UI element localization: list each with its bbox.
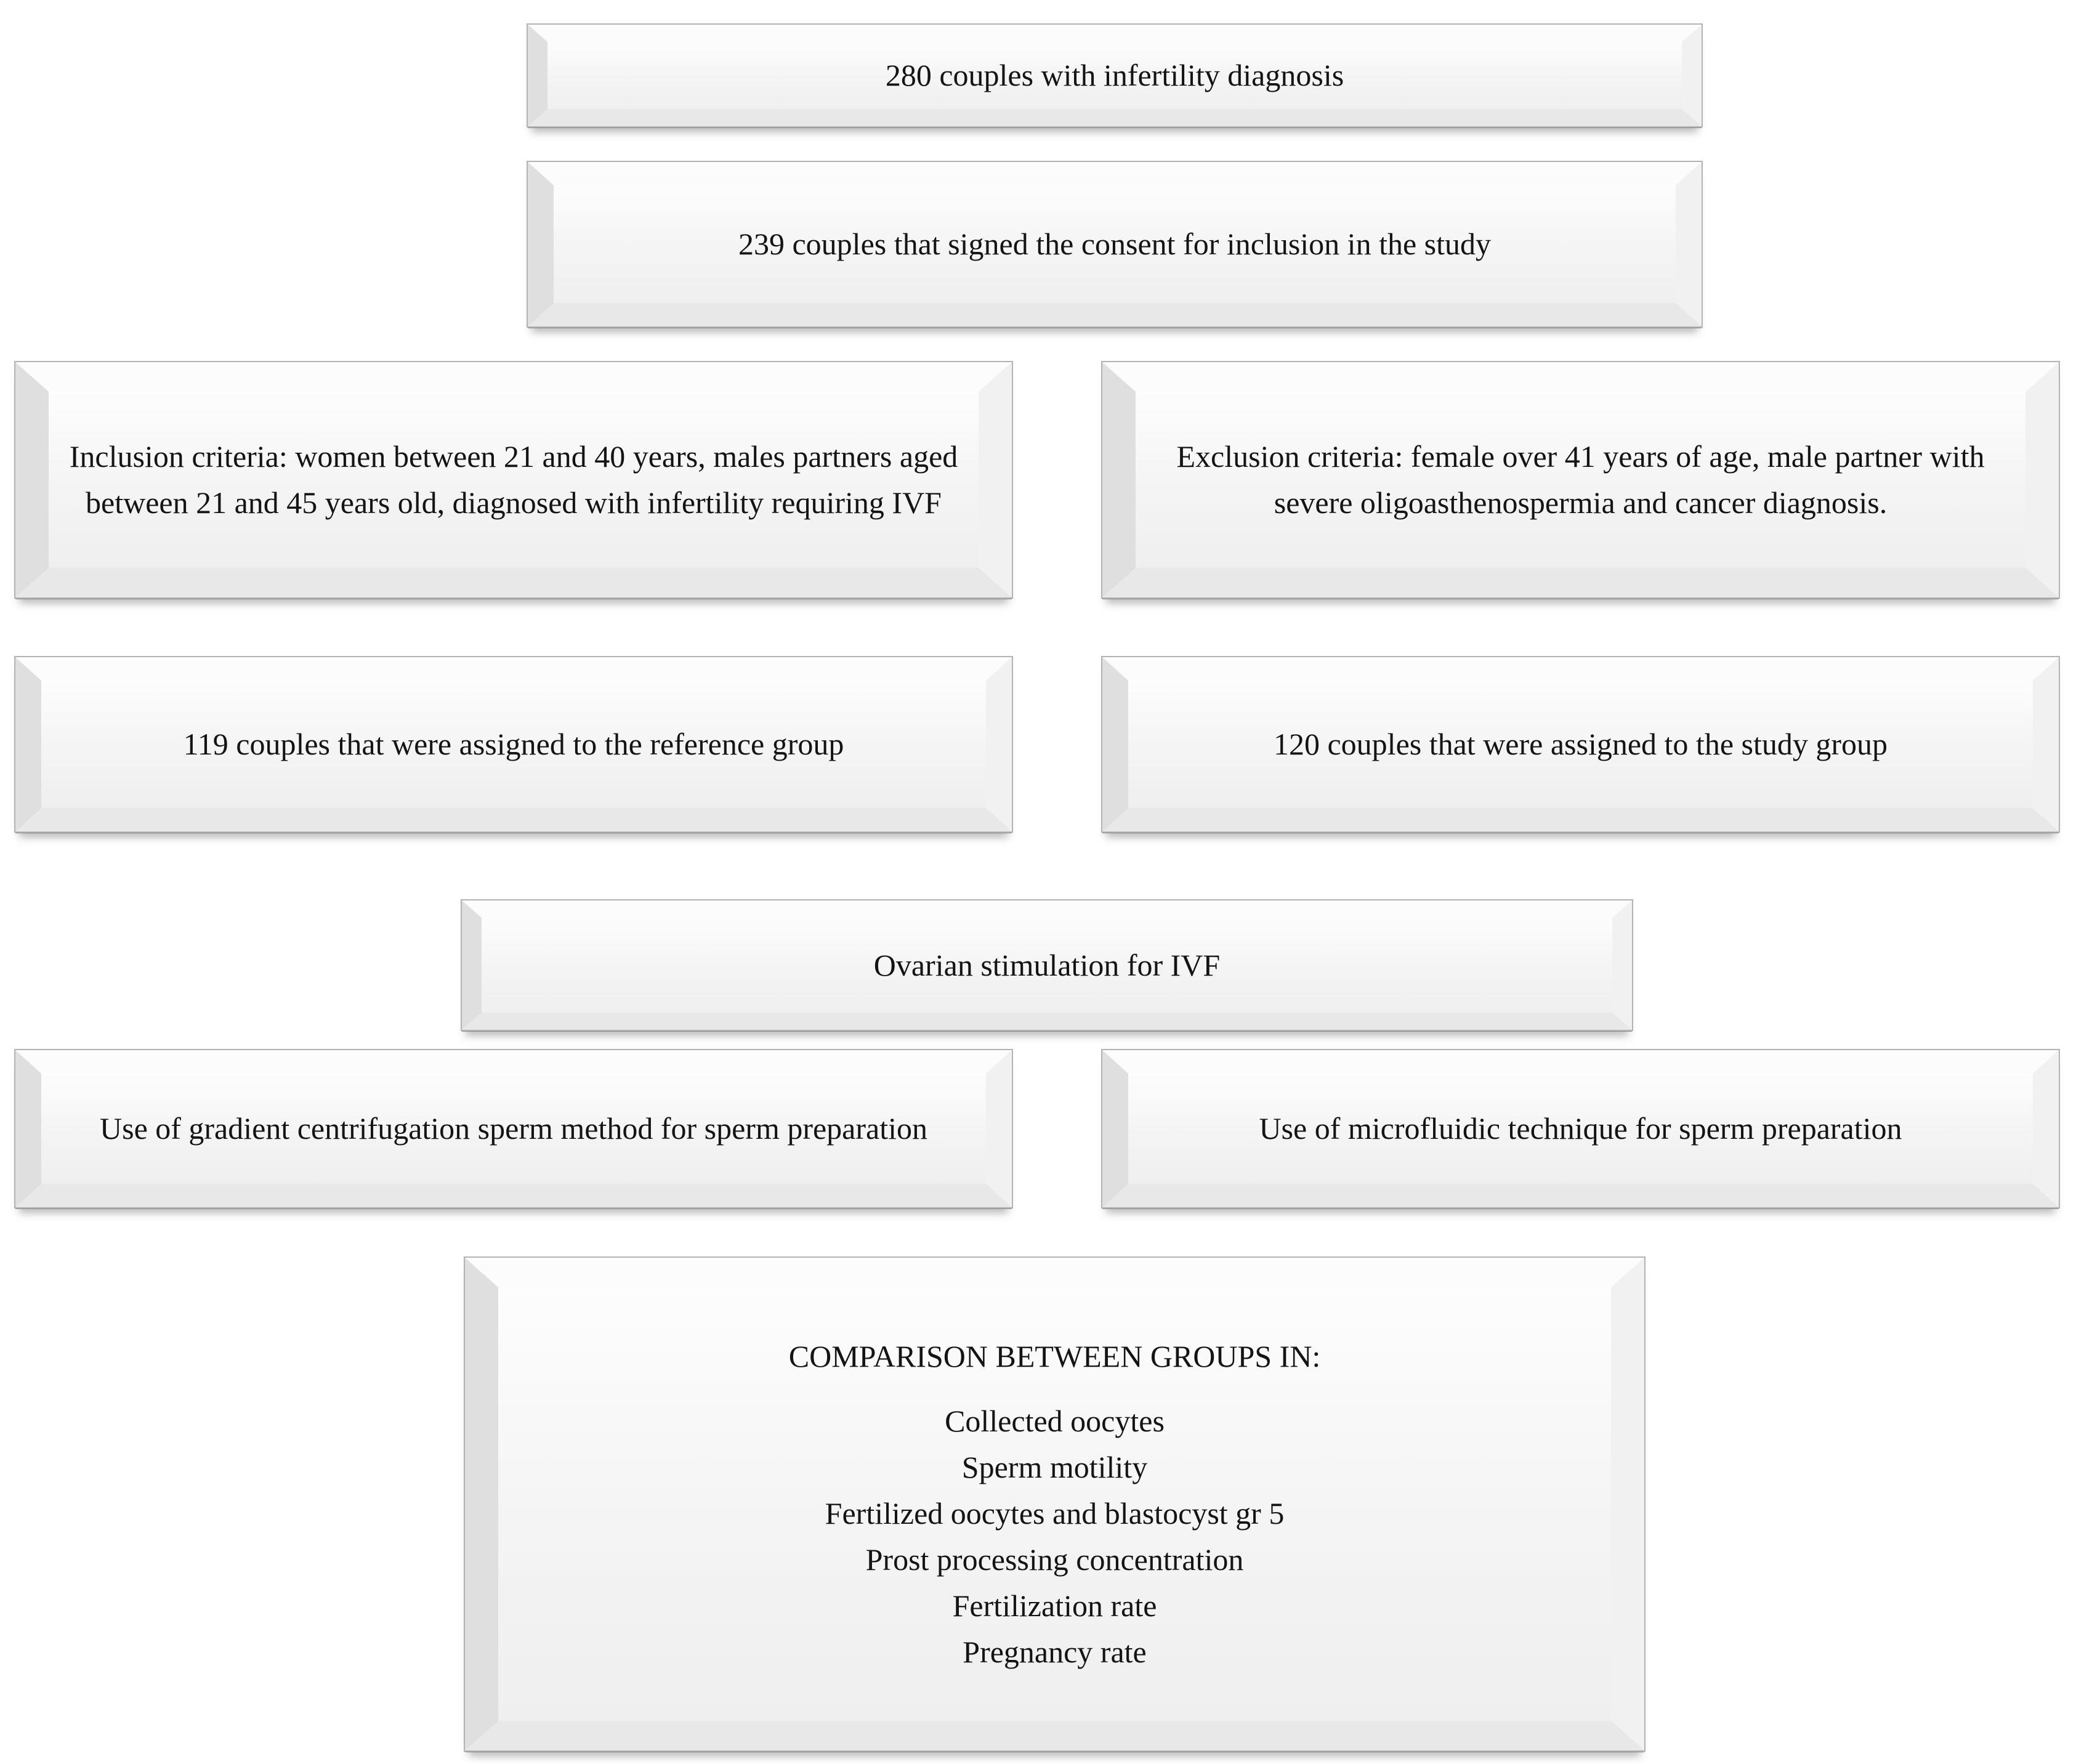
flow-box-exclusion-criteria: Exclusion criteria: female over 41 years…	[1101, 361, 2060, 599]
comparison-item-pregnancy-rate: Pregnancy rate	[963, 1634, 1147, 1669]
flow-box-reference-group-text: 119 couples that were assigned to the re…	[183, 727, 844, 761]
flow-box-signed-consent: 239 couples that signed the consent for …	[527, 161, 1703, 328]
comparison-item-fertilization-rate: Fertilization rate	[952, 1588, 1157, 1623]
comparison-item-sperm-motility: Sperm motility	[961, 1449, 1148, 1484]
flow-box-signed-consent-text: 239 couples that signed the consent for …	[738, 227, 1492, 261]
flow-box-ovarian-stimulation: Ovarian stimulation for IVF	[461, 899, 1633, 1031]
flow-box-inclusion-criteria-text: Inclusion criteria: women between 21 and…	[69, 439, 958, 520]
comparison-title: COMPARISON BETWEEN GROUPS IN:	[788, 1338, 1321, 1374]
flow-box-comparison: COMPARISON BETWEEN GROUPS IN: Collected …	[464, 1256, 1646, 1752]
flow-box-inclusion-criteria: Inclusion criteria: women between 21 and…	[14, 361, 1013, 599]
flow-box-exclusion-criteria-text: Exclusion criteria: female over 41 years…	[1176, 439, 1985, 520]
flow-box-gradient-centrifugation: Use of gradient centrifugation sperm met…	[14, 1049, 1013, 1208]
flow-box-reference-group: 119 couples that were assigned to the re…	[14, 656, 1013, 833]
comparison-item-prost-processing: Prost processing concentration	[865, 1542, 1244, 1577]
flow-box-infertility-diagnosis-text: 280 couples with infertility diagnosis	[885, 58, 1344, 92]
flow-box-microfluidic-technique: Use of microfluidic technique for sperm …	[1101, 1049, 2060, 1208]
flow-box-ovarian-stimulation-text: Ovarian stimulation for IVF	[873, 947, 1221, 982]
flow-box-study-group-text: 120 couples that were assigned to the st…	[1273, 727, 1888, 761]
flow-box-gradient-centrifugation-text: Use of gradient centrifugation sperm met…	[100, 1111, 927, 1146]
flow-box-study-group: 120 couples that were assigned to the st…	[1101, 656, 2060, 833]
flow-box-infertility-diagnosis: 280 couples with infertility diagnosis	[527, 23, 1703, 127]
comparison-item-fertilized-oocytes: Fertilized oocytes and blastocyst gr 5	[825, 1495, 1285, 1531]
comparison-item-collected-oocytes: Collected oocytes	[945, 1403, 1165, 1438]
flow-box-microfluidic-technique-text: Use of microfluidic technique for sperm …	[1259, 1111, 1902, 1146]
